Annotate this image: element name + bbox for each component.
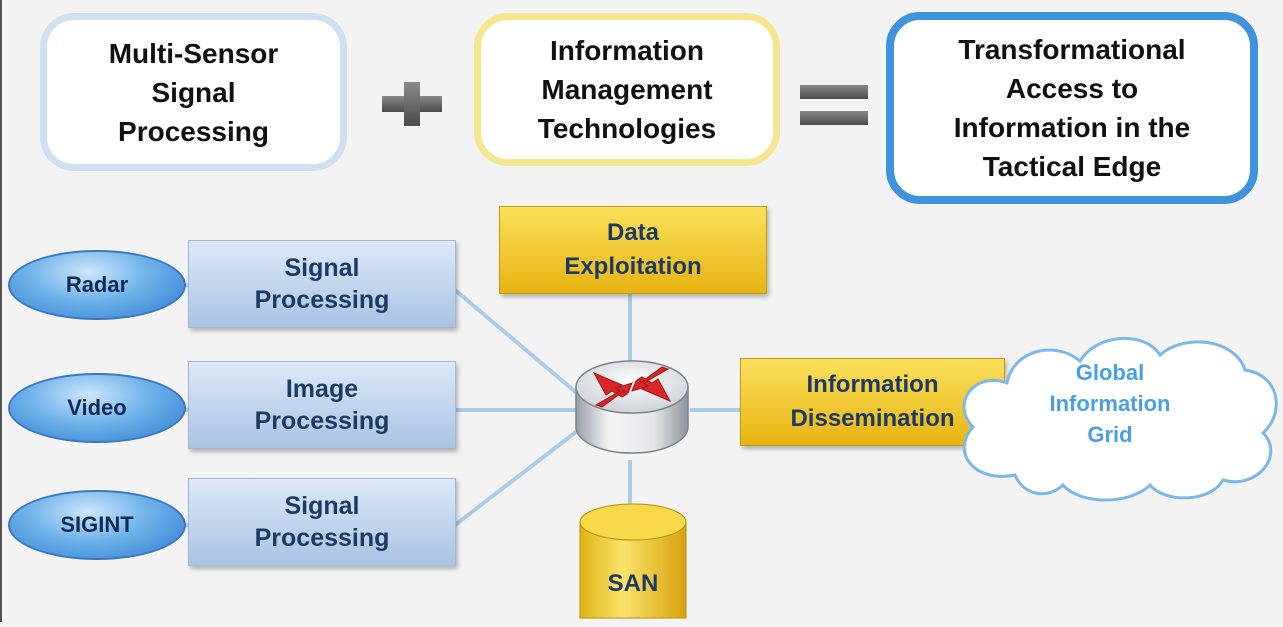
data-exploitation-box: Data Exploitation: [499, 206, 767, 294]
plus-icon: [382, 82, 442, 126]
sigint-processing-box: Signal Processing: [188, 478, 456, 566]
transformational-access-box: Transformational Access to Information i…: [886, 12, 1258, 204]
global-information-grid-cloud: Global Information Grid: [945, 325, 1283, 505]
sensor-video: Video: [8, 373, 186, 443]
image-processing-box: Image Processing: [188, 361, 456, 449]
san-storage: SAN: [578, 500, 688, 622]
sensor-radar: Radar: [8, 250, 186, 320]
signal-processing-box: Signal Processing: [188, 240, 456, 328]
information-dissemination-box: Information Dissemination: [740, 358, 1005, 446]
router-icon: [572, 345, 692, 465]
multi-sensor-box: Multi-Sensor Signal Processing: [40, 13, 347, 171]
sensor-sigint: SIGINT: [8, 490, 186, 560]
information-management-box: Information Management Technologies: [474, 13, 780, 166]
cloud-label: Global Information Grid: [1049, 360, 1171, 447]
equals-icon: [800, 83, 868, 127]
san-label: SAN: [607, 570, 659, 597]
